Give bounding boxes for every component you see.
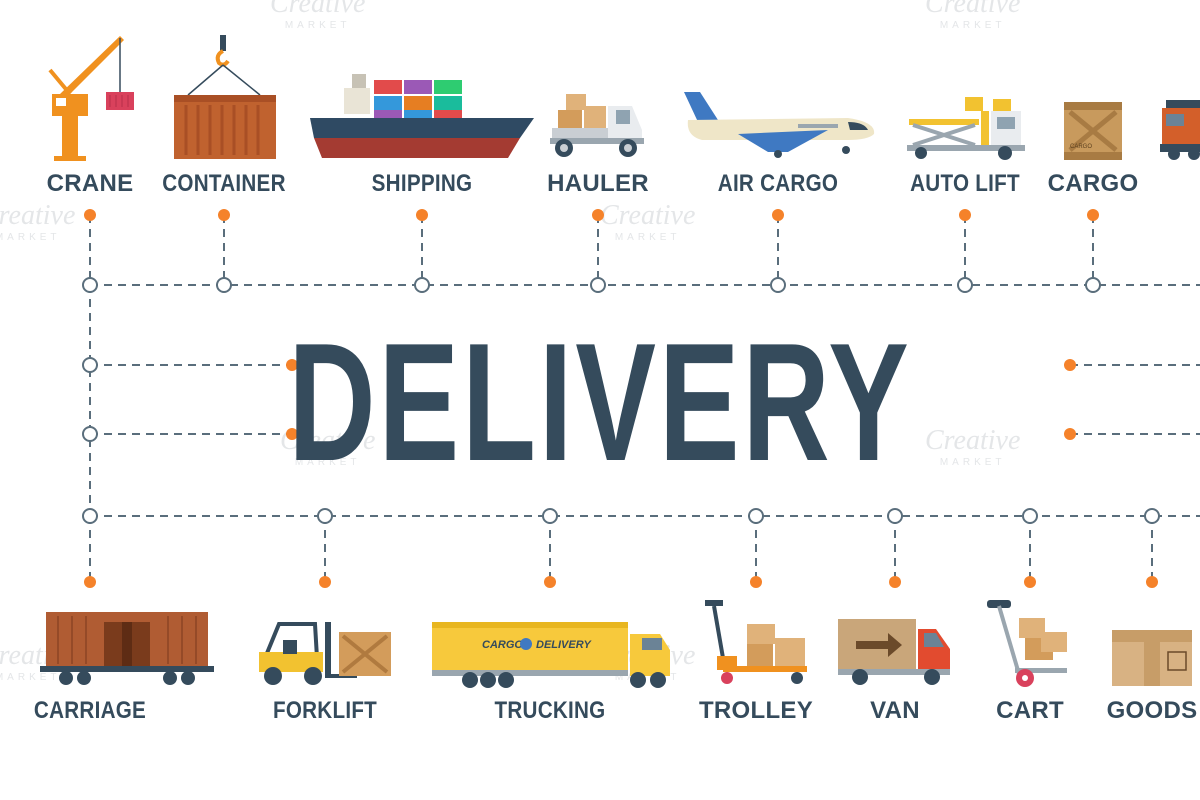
bottom-junction-node (1022, 508, 1038, 524)
ship-icon (310, 74, 534, 158)
goods-icon (1112, 630, 1192, 686)
bottom-accent-dot (544, 576, 556, 588)
bottom-label-cart: CART (996, 697, 1064, 724)
bottom-label-forklift: FORKLIFT (272, 697, 378, 724)
right-branch-dot-1 (1064, 359, 1076, 371)
truck-text-left: CARGO (482, 639, 523, 651)
top-label-air-cargo: AIR CARGO (717, 170, 839, 197)
bottom-accent-dot (319, 576, 331, 588)
top-accent-dot (218, 209, 230, 221)
carriage-icon (40, 612, 214, 685)
locomotive-icon (1160, 100, 1200, 160)
top-junction-node (216, 277, 232, 293)
top-junction-node (957, 277, 973, 293)
bottom-accent-dot (1024, 576, 1036, 588)
left-branch-node-1 (82, 357, 98, 373)
bottom-accent-dot (84, 576, 96, 588)
bottom-junction-node (748, 508, 764, 524)
top-junction-node (590, 277, 606, 293)
cargo-box-icon: CARGO (1064, 102, 1122, 160)
top-label-shipping: SHIPPING (371, 170, 473, 197)
bottom-label-van: VAN (870, 697, 920, 724)
bottom-junction-node (542, 508, 558, 524)
bottom-label-carriage: CARRIAGE (33, 697, 147, 724)
page-title: DELIVERY (288, 308, 912, 496)
top-accent-dot (84, 209, 96, 221)
top-label-cargo: CARGO (1047, 170, 1139, 197)
airplane-icon (684, 92, 875, 158)
cargo-box-text: CARGO (1070, 144, 1092, 150)
top-accent-dot (1087, 209, 1099, 221)
bottom-label-goods: GOODS (1106, 697, 1198, 724)
top-label-container: CONTAINER (162, 170, 286, 197)
bottom-label-trolley: TROLLEY (698, 697, 814, 724)
top-junction-node (1085, 277, 1101, 293)
bottom-junction-node (82, 508, 98, 524)
van-icon (838, 619, 950, 685)
cart-icon (987, 600, 1067, 687)
auto-lift-icon (907, 97, 1025, 160)
top-accent-dot (959, 209, 971, 221)
forklift-icon (259, 622, 391, 685)
bottom-accent-dot (889, 576, 901, 588)
top-junction-node (770, 277, 786, 293)
container-icon (174, 35, 276, 159)
top-accent-dot (592, 209, 604, 221)
top-junction-node (414, 277, 430, 293)
left-branch-dot-1 (286, 359, 298, 371)
truck-text-right: DELIVERY (536, 639, 592, 651)
bottom-label-trucking: TRUCKING (494, 697, 606, 724)
top-accent-dot (416, 209, 428, 221)
left-branch-node-2 (82, 426, 98, 442)
crane-icon (48, 36, 134, 161)
top-label-auto-lift: AUTO LIFT (910, 170, 1020, 197)
top-label-crane: CRANE (46, 170, 134, 197)
top-label-hauler: HAULER (547, 170, 649, 197)
bottom-junction-node (887, 508, 903, 524)
truck-icon: CARGO DELIVERY (432, 622, 670, 688)
top-junction-node (82, 277, 98, 293)
top-accent-dot (772, 209, 784, 221)
bottom-junction-node (1144, 508, 1160, 524)
trolley-icon (705, 600, 807, 684)
bottom-accent-dot (750, 576, 762, 588)
hauler-icon (550, 94, 644, 157)
bottom-accent-dot (1146, 576, 1158, 588)
bottom-junction-node (317, 508, 333, 524)
right-branch-dot-2 (1064, 428, 1076, 440)
left-branch-dot-2 (286, 428, 298, 440)
